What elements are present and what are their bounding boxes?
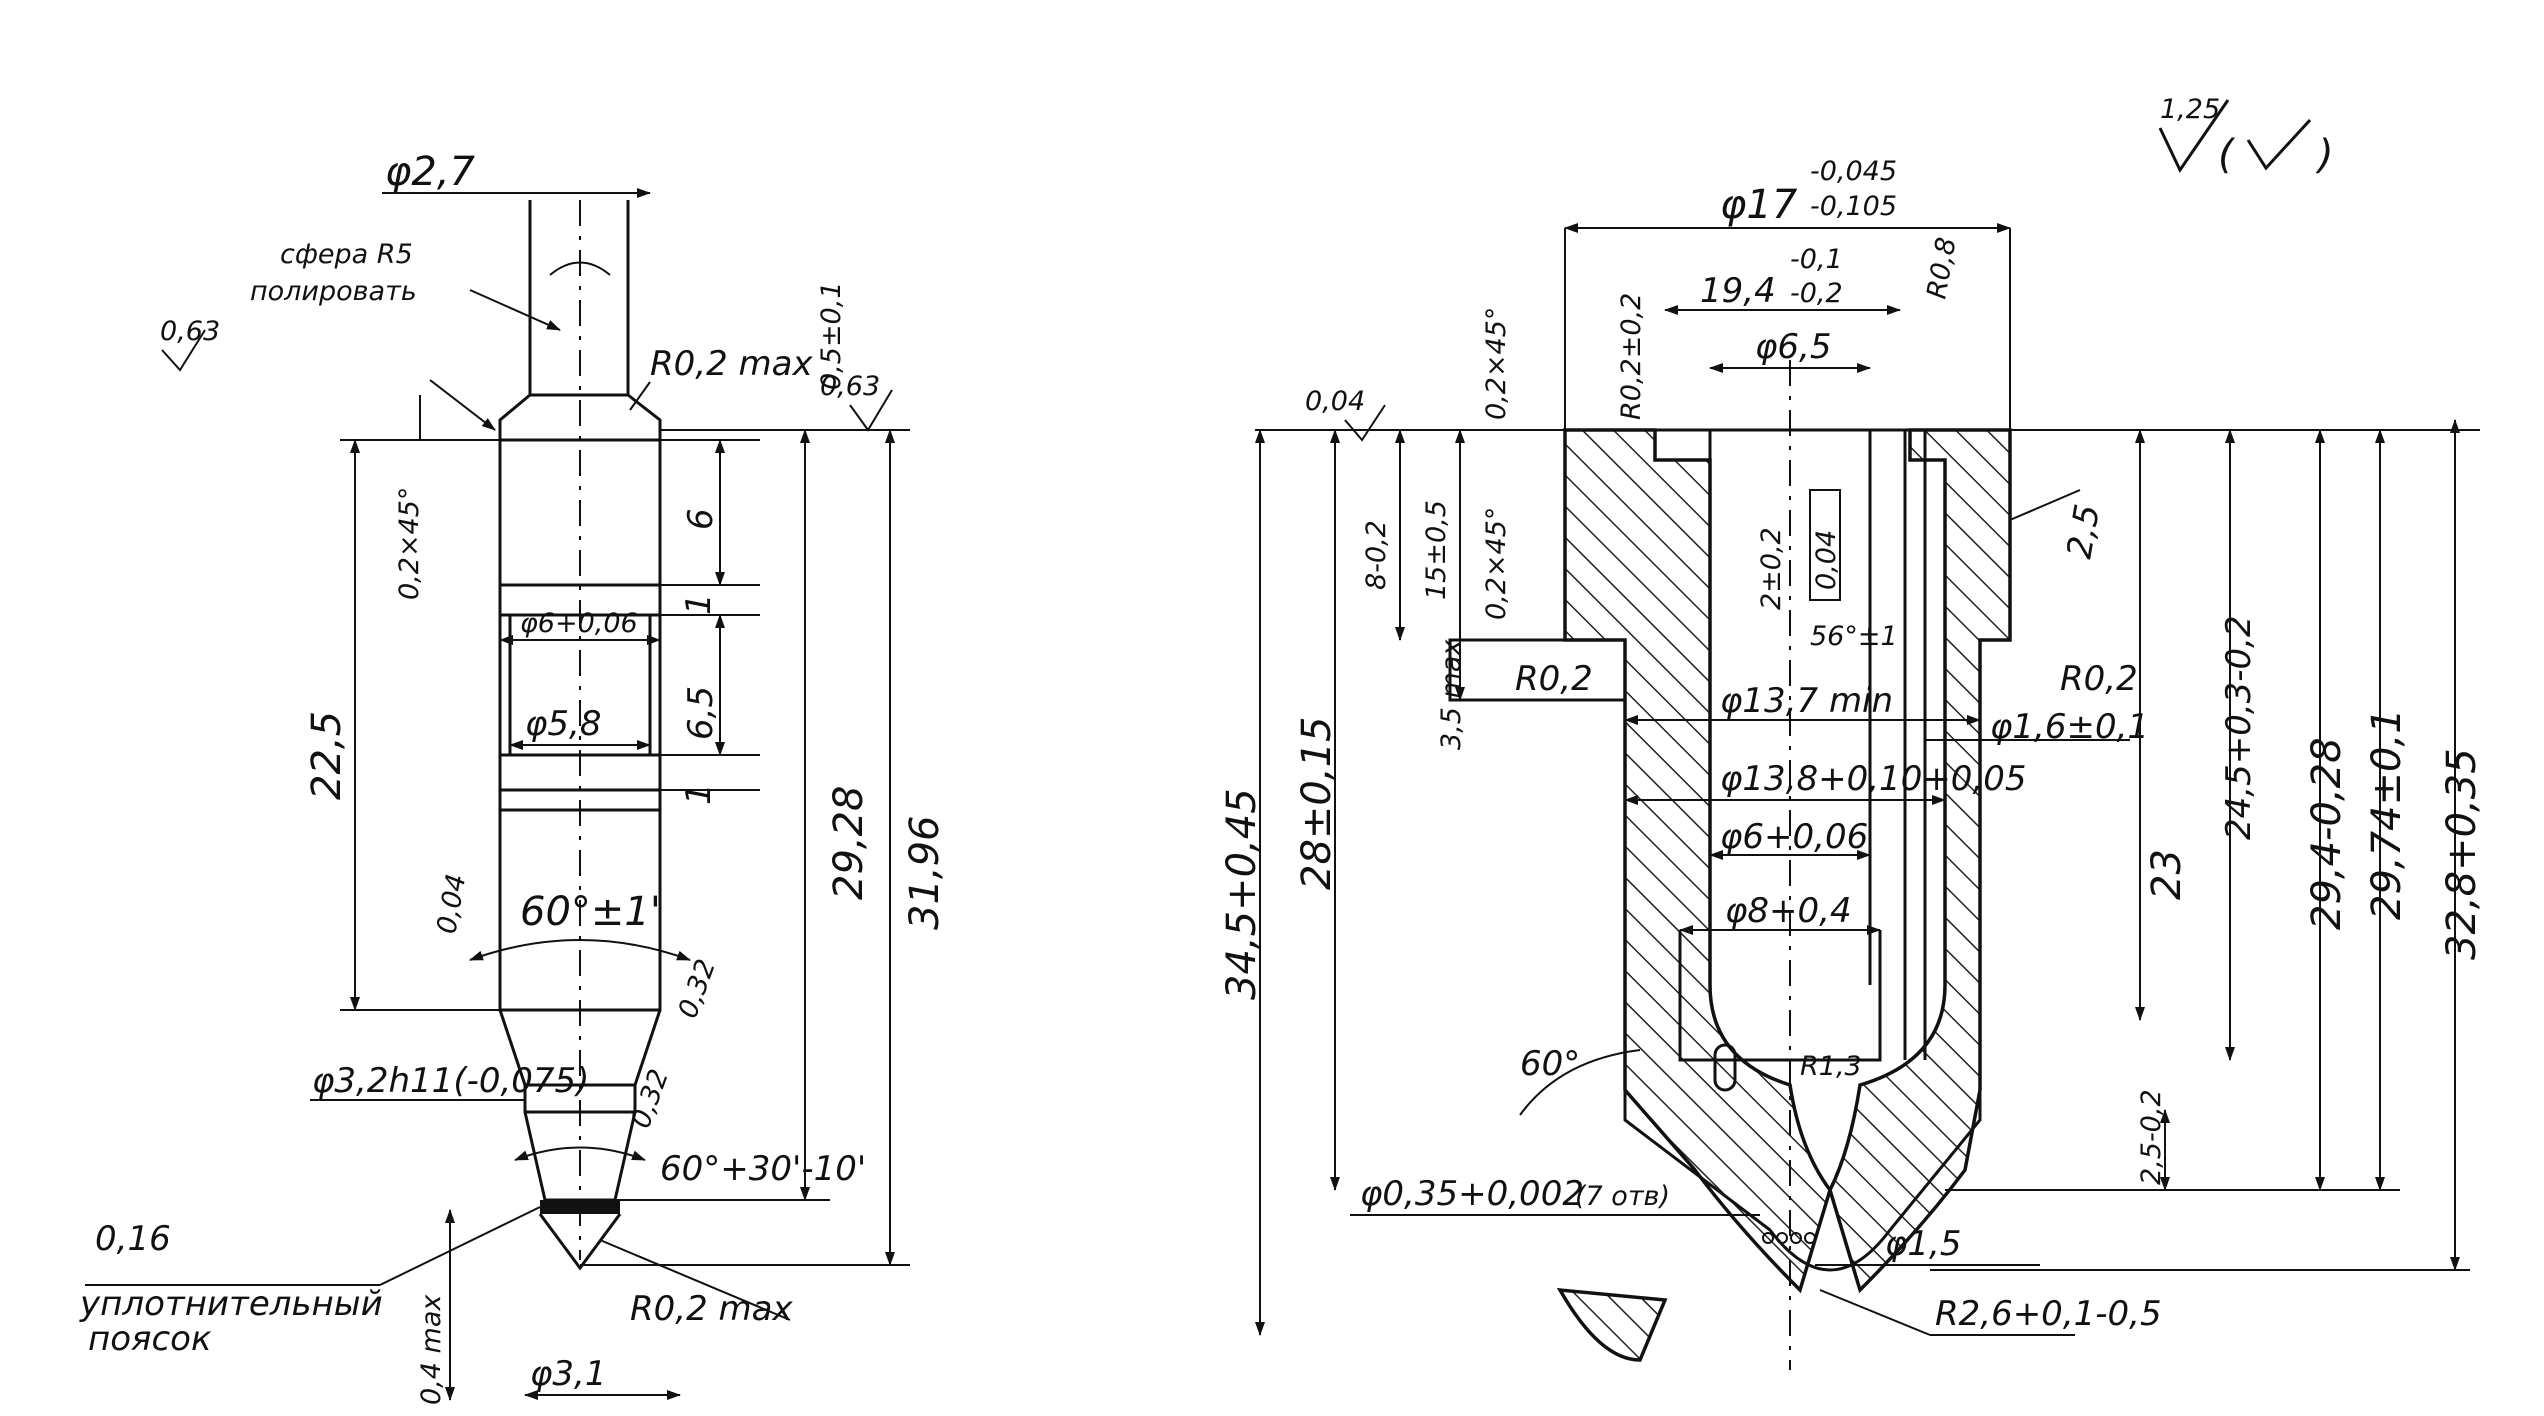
- dim-chamfer: 0,2×45°: [394, 487, 425, 600]
- dim-2: 2±0,2: [1756, 527, 1787, 610]
- dim-225: 22,5: [304, 711, 350, 800]
- roughness-016: 0,16: [95, 1219, 171, 1259]
- roughness-063a: 0,63: [160, 316, 220, 347]
- dim-1b: 1: [679, 783, 719, 805]
- dim-r02a: R0,2±0,2: [1616, 293, 1647, 420]
- dim-r02b: R0,2: [2060, 659, 2138, 699]
- dim-28: 28±0,15: [1294, 717, 1340, 890]
- nozzle-section: φ17 -0,045 -0,105 19,4 -0,1 -0,2 φ6,5 R0…: [1219, 156, 2485, 1370]
- label-belt: поясок: [88, 1319, 212, 1359]
- dim-15: 15±0,5: [1421, 500, 1452, 600]
- dim-d17-upper: -0,045: [1810, 156, 1897, 187]
- dim-d15h: φ1,5: [1885, 1224, 1962, 1264]
- dim-8: 8-0,2: [1361, 520, 1392, 590]
- roughness-symbol: 1,25 ( ): [2158, 94, 2334, 178]
- label-sealing-belt: уплотнительный: [79, 1284, 383, 1324]
- dim-d137: φ13,7 min: [1720, 681, 1893, 721]
- label-polish: полировать: [250, 276, 417, 307]
- roughness-paren-open: (: [2218, 132, 2236, 178]
- dim-d31: φ3,1: [530, 1354, 607, 1394]
- dim-d17-lower: -0,105: [1810, 191, 1897, 222]
- dim-d035-note: (7 отв): [1575, 1181, 1670, 1212]
- dim-05: 0,5±0,1: [816, 281, 847, 390]
- dim-d8r: φ8+0,4: [1725, 891, 1852, 931]
- dim-len04: 0,4 max: [416, 1294, 447, 1405]
- dim-d65r: φ6,5: [1755, 327, 1832, 367]
- roughness-value: 1,25: [2160, 94, 2220, 125]
- dim-ang56: 56°±1: [1810, 621, 1898, 652]
- dim-r26: R2,6+0,1-0,5: [1935, 1294, 2162, 1334]
- dim-328: 32,8+0,35: [2439, 748, 2485, 960]
- dim-d17: φ17: [1720, 182, 1798, 228]
- roughness-check-icon: [2246, 118, 2312, 171]
- dim-d138: φ13,8+0,10+0,05: [1720, 759, 2027, 799]
- dim-r02max-top: R0,2 max: [650, 344, 813, 384]
- dim-25: 2,5: [2059, 501, 2108, 561]
- dim-294: 29,4-0,28: [2304, 737, 2350, 930]
- dim-angle60b: 60°+30'-10': [660, 1149, 866, 1189]
- roughness-paren-close: ): [2315, 132, 2334, 178]
- dim-angle60a: 60°±1': [520, 889, 661, 935]
- needle-view: φ2,7 сфера R5 полировать 0,63 R0,2 max 0…: [79, 149, 948, 1405]
- dim-r13: R1,3: [1800, 1051, 1862, 1082]
- dim-35max: 3,5 max: [1436, 639, 1467, 750]
- dim-chamfer-mid: 0,2×45°: [1481, 507, 1512, 620]
- dim-d194-lower: -0,2: [1790, 278, 1843, 309]
- dim-d58: φ5,8: [525, 704, 602, 744]
- tol-r004: 0,04: [1305, 386, 1365, 417]
- dim-2974: 29,74±0,1: [2364, 708, 2410, 920]
- dim-d32h11: φ3,2h11(-0,075): [312, 1061, 589, 1101]
- label-sphere: сфера R5: [280, 239, 413, 270]
- dim-65: 6,5: [681, 686, 721, 740]
- dim-23: 23: [2144, 849, 2190, 900]
- roughness-032b: 0,32: [625, 1065, 675, 1132]
- roughness-063b: 0,63: [820, 371, 880, 402]
- tol-004: 0,04: [431, 872, 472, 937]
- dim-2928: 29,28: [826, 785, 872, 900]
- dim-245: 24,5+0,3-0,2: [2219, 615, 2259, 840]
- dim-r02max-bot: R0,2 max: [630, 1289, 793, 1329]
- dim-25b: 2,5-0,2: [2136, 1089, 2167, 1185]
- dim-345: 34,5+0,45: [1219, 788, 1265, 1000]
- dim-ang60r: 60°: [1520, 1044, 1580, 1084]
- roughness-032a: 0,32: [672, 955, 722, 1022]
- dim-d6tol: φ6+0,06: [520, 608, 638, 639]
- dim-6: 6: [681, 508, 721, 530]
- dim-d16: φ1,6±0,1: [1990, 707, 2149, 747]
- dim-r024: R0,2: [1515, 659, 1593, 699]
- dim-chamfer-top: 0,2×45°: [1481, 307, 1512, 420]
- dim-d194: 19,4: [1700, 271, 1776, 311]
- dim-d27: φ2,7: [385, 149, 476, 195]
- dim-d035: φ0,35+0,002: [1360, 1174, 1584, 1214]
- dim-d194-upper: -0,1: [1790, 244, 1843, 275]
- dim-3196: 31,96: [902, 815, 948, 930]
- dim-d6r: φ6+0,06: [1720, 817, 1868, 857]
- tol-box: 0,04: [1811, 530, 1842, 590]
- dim-r08: R0,8: [1921, 235, 1962, 301]
- dim-1a: 1: [679, 593, 719, 615]
